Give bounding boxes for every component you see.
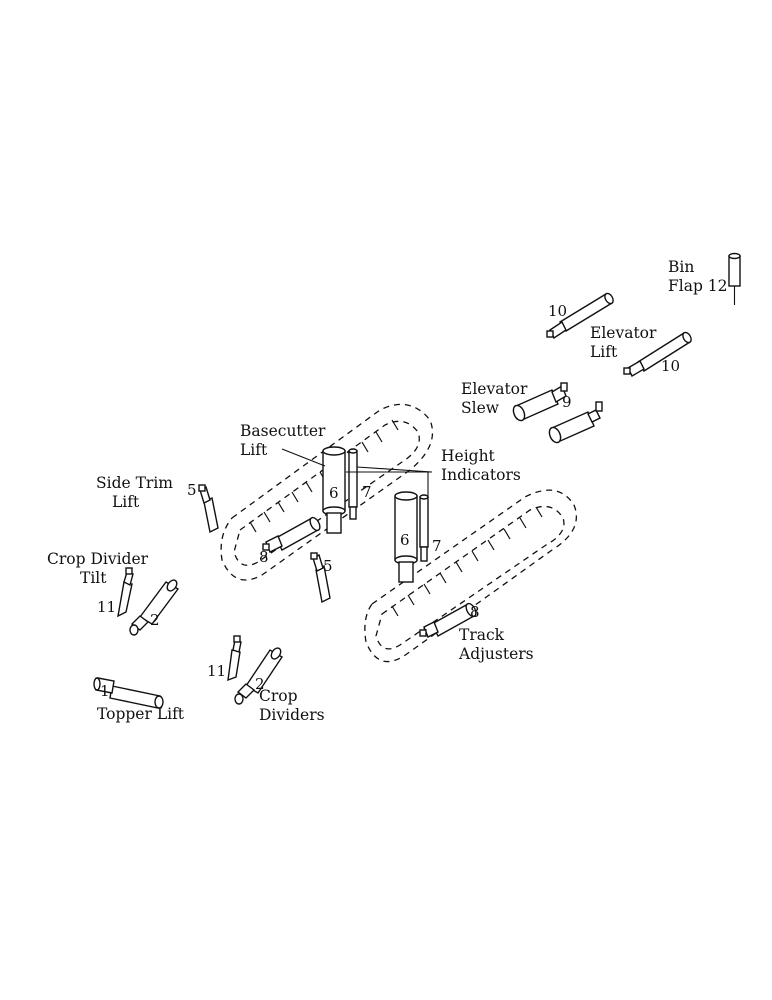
bin-flap-label-line2: Flap 12 bbox=[668, 277, 728, 295]
side-trim-lift-label-line2: Lift bbox=[112, 493, 140, 511]
height-indicators-label-line1: Height bbox=[441, 447, 496, 465]
crop-divider-tilt-cylinder-lower bbox=[227, 635, 242, 682]
topper-lift-label: Topper Lift bbox=[97, 705, 185, 723]
elevator-lift-label-line1: Elevator bbox=[590, 324, 657, 342]
side-trim-lift-label-line1: Side Trim bbox=[96, 474, 173, 492]
elevator-lift-cylinder-lower bbox=[623, 331, 692, 377]
part-number-10-upper: 10 bbox=[548, 302, 567, 320]
part-number-7-right: 7 bbox=[432, 537, 442, 555]
right-track bbox=[364, 489, 578, 663]
part-number-11-lower: 11 bbox=[207, 662, 226, 680]
bin-flap-cylinder bbox=[728, 252, 741, 305]
track-adjusters-label-line1: Track bbox=[459, 626, 505, 644]
side-trim-lift-cylinder-upper bbox=[198, 484, 219, 534]
track-adjusters-label-line2: Adjusters bbox=[458, 645, 534, 663]
part-number-1: 1 bbox=[100, 682, 110, 700]
part-number-2-upper: 2 bbox=[150, 611, 160, 629]
crop-divider-tilt-label-line2: Tilt bbox=[80, 569, 107, 587]
basecutter-lift-label-line1: Basecutter bbox=[240, 422, 326, 440]
height-indicator-right bbox=[419, 494, 429, 562]
part-number-2-lower: 2 bbox=[255, 675, 265, 693]
part-number-5-upper: 5 bbox=[187, 481, 197, 499]
part-number-8-right: 8 bbox=[470, 603, 480, 621]
part-number-8-left: 8 bbox=[259, 548, 269, 566]
elevator-slew-cylinder-lower bbox=[548, 401, 603, 444]
basecutter-lift-cylinder-right bbox=[394, 491, 418, 583]
elevator-lift-label-line2: Lift bbox=[590, 343, 618, 361]
part-number-6-right: 6 bbox=[400, 531, 410, 549]
height-indicator-left bbox=[348, 448, 358, 520]
side-trim-lift-cylinder-lower bbox=[310, 552, 331, 604]
crop-divider-cylinder-lower bbox=[234, 647, 283, 705]
part-number-10-lower: 10 bbox=[661, 357, 680, 375]
elevator-lift-cylinder-upper bbox=[546, 292, 614, 340]
crop-divider-cylinder-upper bbox=[129, 579, 180, 636]
part-number-5-lower: 5 bbox=[323, 557, 333, 575]
part-number-6-left: 6 bbox=[329, 484, 339, 502]
elevator-slew-label-line1: Elevator bbox=[461, 380, 528, 398]
height-indicators-label-line2: Indicators bbox=[441, 466, 521, 484]
basecutter-lift-cylinder-left bbox=[322, 446, 346, 534]
part-number-7-left: 7 bbox=[362, 483, 372, 501]
crop-divider-tilt-label-line1: Crop Divider bbox=[47, 550, 149, 568]
bin-flap-label-line1: Bin bbox=[668, 258, 694, 276]
elevator-slew-cylinder-upper bbox=[512, 382, 568, 422]
track-adjuster-cylinder-right bbox=[419, 602, 477, 638]
part-number-11-upper: 11 bbox=[97, 598, 116, 616]
crop-dividers-label-line1: Crop bbox=[259, 687, 298, 705]
track-adjuster-cylinder-left bbox=[262, 516, 321, 553]
basecutter-lift-label-line2: Lift bbox=[240, 441, 268, 459]
topper-lift-cylinder bbox=[93, 677, 164, 709]
leader-lines bbox=[281, 448, 433, 498]
elevator-slew-label-line2: Slew bbox=[461, 399, 500, 417]
part-number-9: 9 bbox=[562, 393, 572, 411]
crop-divider-tilt-cylinder-upper bbox=[117, 567, 134, 618]
crop-dividers-label-line2: Dividers bbox=[259, 706, 325, 724]
